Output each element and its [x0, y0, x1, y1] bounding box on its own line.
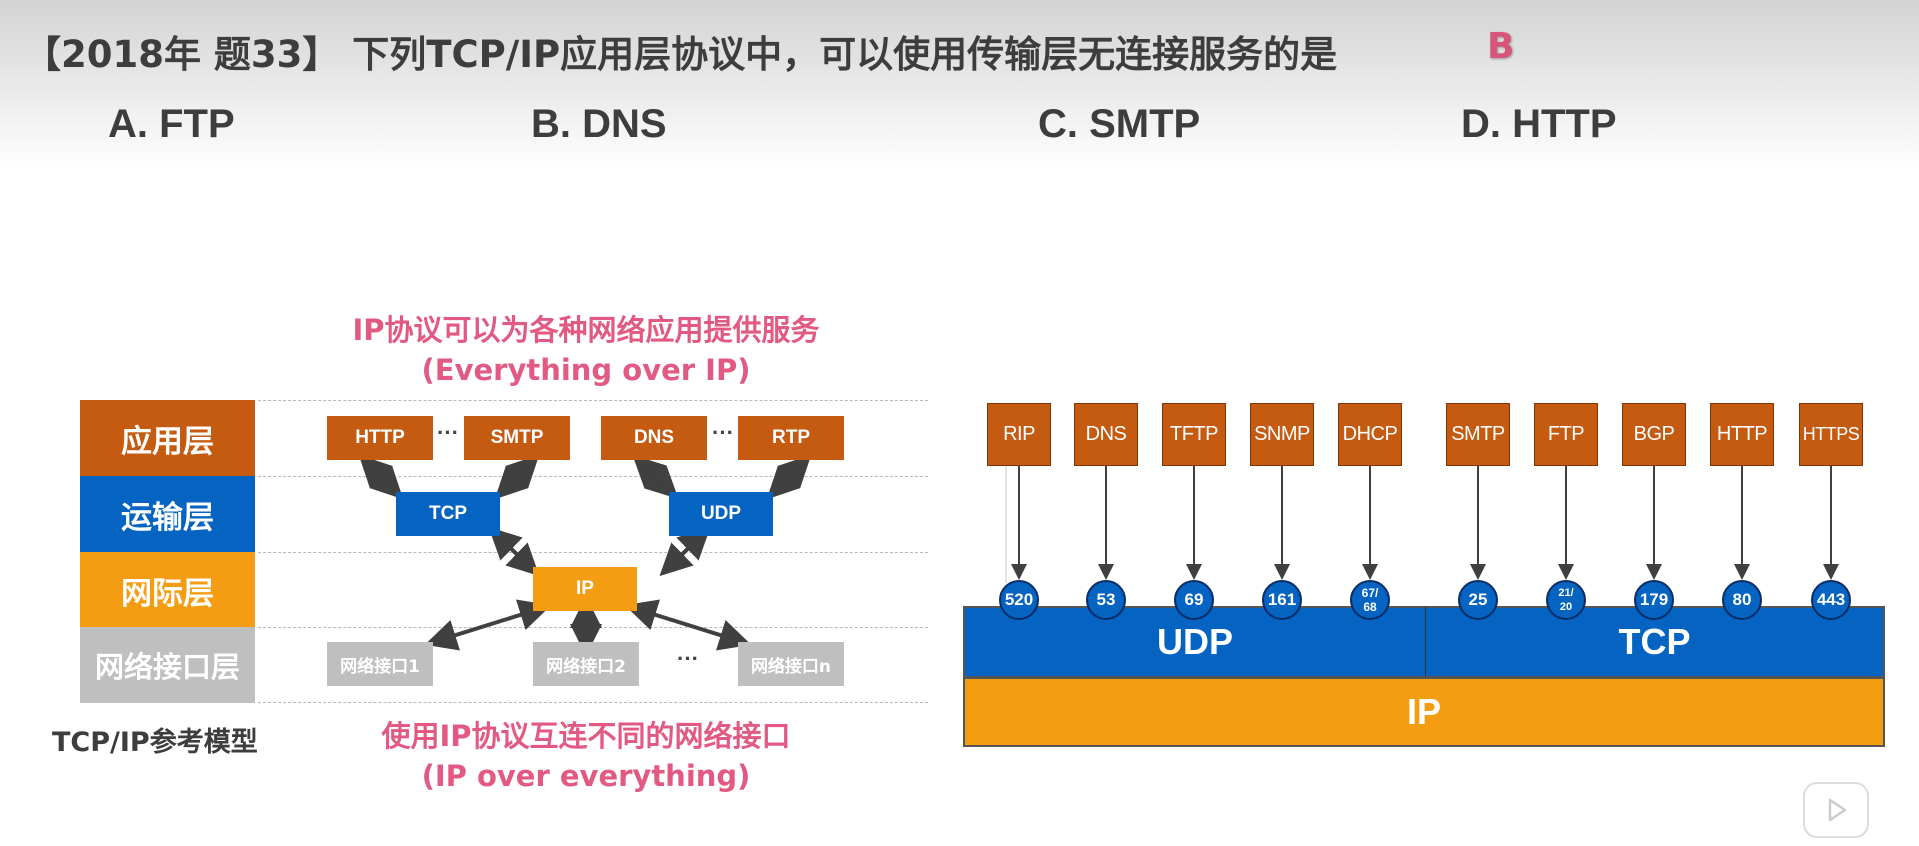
top-note-line2: (Everything over IP): [421, 353, 751, 387]
port-rip: 520: [999, 580, 1039, 620]
layer-network-interface: 网络接口层: [80, 627, 255, 703]
port-ftp: 21/ 20: [1546, 580, 1586, 620]
port-ftp-line1: 21/: [1558, 587, 1574, 599]
port-snmp: 161: [1262, 580, 1302, 620]
transport-udp: UDP: [669, 492, 773, 536]
interface-1: 网络接口1: [327, 642, 433, 686]
interface-n: 网络接口n: [738, 642, 844, 686]
layer-transport: 运输层: [80, 476, 255, 552]
app-proto-http: HTTP: [327, 416, 433, 460]
port-https: 443: [1811, 580, 1851, 620]
app-proto-smtp: SMTP: [464, 416, 570, 460]
port-dhcp-line1: 67/: [1361, 586, 1379, 600]
app-tftp: TFTP: [1162, 403, 1226, 466]
interface-2: 网络接口2: [533, 642, 639, 686]
app-bgp: BGP: [1622, 403, 1686, 466]
option-b: B. DNS: [531, 102, 667, 146]
app-dhcp: DHCP: [1338, 403, 1402, 466]
video-player-icon[interactable]: [1803, 782, 1869, 838]
layer-divider: [258, 552, 928, 553]
app-smtp: SMTP: [1446, 403, 1510, 466]
app-proto-dns: DNS: [601, 416, 707, 460]
network-ip: IP: [533, 567, 637, 611]
play-icon: [1828, 798, 1847, 822]
ellipsis: ···: [437, 420, 459, 445]
port-dns: 53: [1086, 580, 1126, 620]
app-http: HTTP: [1710, 403, 1774, 466]
app-proto-rtp: RTP: [738, 416, 844, 460]
transport-tcp: TCP: [396, 492, 500, 536]
bottom-note-line2: (IP over everything): [421, 759, 751, 793]
port-ftp-line2: 20: [1559, 601, 1573, 613]
port-smtp: 25: [1458, 580, 1498, 620]
ellipsis: ···: [712, 420, 734, 445]
app-dns: DNS: [1074, 403, 1138, 466]
port-tftp: 69: [1174, 580, 1214, 620]
top-note-line1: IP协议可以为各种网络应用提供服务: [352, 313, 820, 347]
layer-divider: [258, 702, 928, 703]
port-http: 80: [1722, 580, 1762, 620]
app-ftp: FTP: [1534, 403, 1598, 466]
model-label: TCP/IP参考模型: [52, 727, 258, 758]
option-a: A. FTP: [108, 102, 235, 146]
app-snmp: SNMP: [1250, 403, 1314, 466]
port-dhcp: 67/ 68: [1350, 580, 1390, 620]
option-d: D. HTTP: [1461, 102, 1617, 146]
layer-divider: [258, 400, 928, 401]
layer-internet: 网际层: [80, 552, 255, 628]
answer-badge: B: [1487, 26, 1515, 67]
layer-divider: [258, 476, 928, 477]
bottom-note-line1: 使用IP协议互连不同的网络接口: [381, 719, 791, 753]
question-text: 【2018年 题33】 下列TCP/IP应用层协议中，可以使用传输层无连接服务的…: [24, 33, 1338, 76]
port-bgp: 179: [1634, 580, 1674, 620]
ip-bar: IP: [963, 677, 1885, 747]
ellipsis: ···: [677, 646, 699, 671]
option-c: C. SMTP: [1038, 102, 1201, 146]
port-dhcp-line2: 68: [1363, 600, 1377, 614]
app-https: HTTPS: [1799, 403, 1863, 466]
layer-application: 应用层: [80, 400, 255, 476]
app-rip: RIP: [987, 403, 1051, 466]
